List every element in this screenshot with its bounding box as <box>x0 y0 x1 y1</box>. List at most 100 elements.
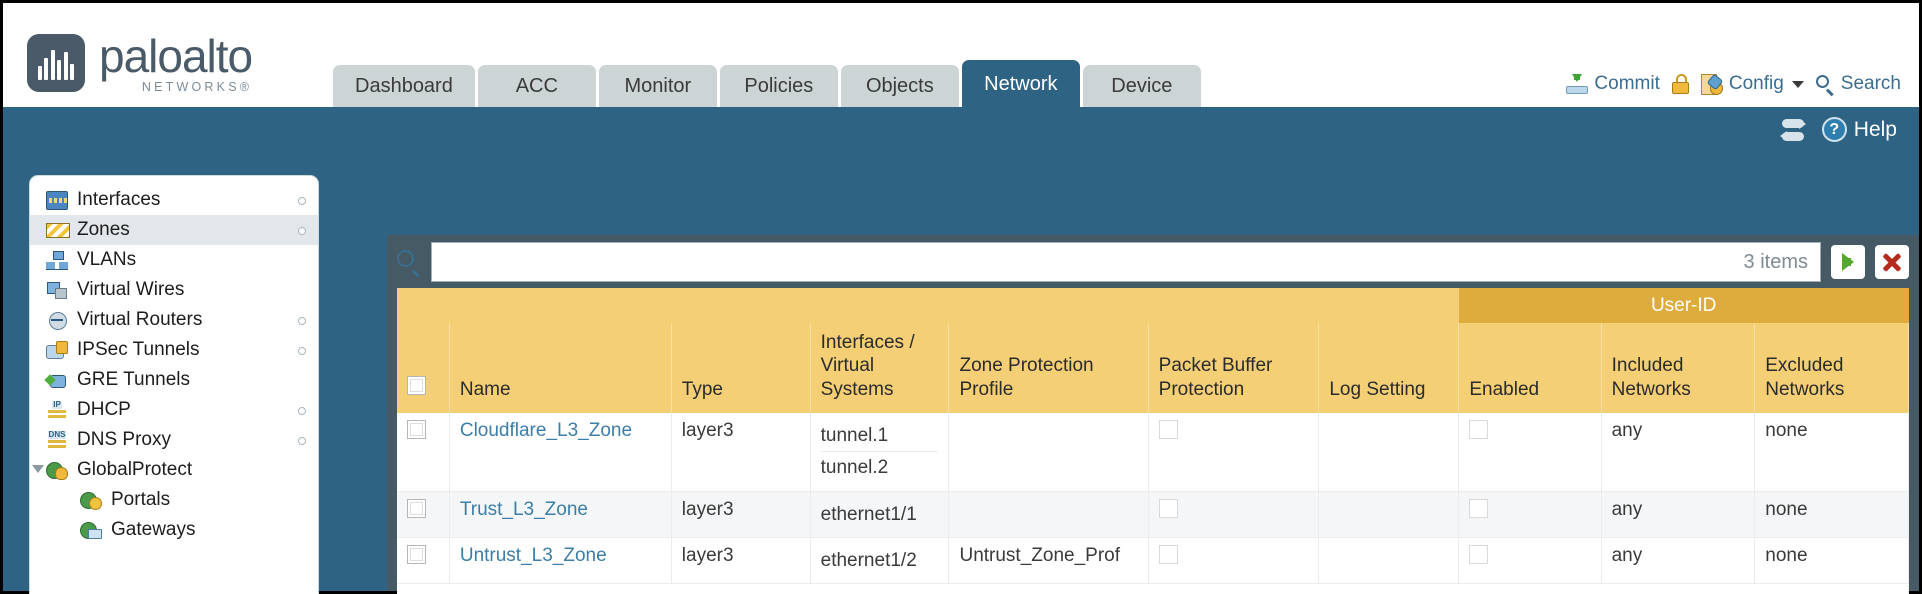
commit-label: Commit <box>1594 73 1660 94</box>
status-dot <box>298 197 306 205</box>
table-row[interactable]: Untrust_L3_Zone layer3 ethernet1/2 Untru… <box>397 537 1909 585</box>
config-menu[interactable]: Config <box>1700 73 1804 95</box>
column-header-enabled[interactable]: Enabled <box>1458 323 1602 413</box>
column-header-interfaces[interactable]: Interfaces / Virtual Systems <box>810 323 950 413</box>
brand-logo[interactable]: paloalto NETWORKS® <box>3 33 253 108</box>
search-button[interactable]: Search <box>1815 73 1901 96</box>
status-dot <box>298 347 306 355</box>
column-header-packet-buffer[interactable]: Packet Buffer Protection <box>1148 323 1320 413</box>
cell-name: Trust_L3_Zone <box>449 491 672 539</box>
row-checkbox[interactable] <box>407 545 426 564</box>
commit-icon <box>1566 74 1589 94</box>
table-group-header-row: User-ID <box>397 288 1909 324</box>
packet-buffer-checkbox[interactable] <box>1158 545 1178 564</box>
sub-header-band: ? Help <box>3 107 1919 169</box>
lock-icon[interactable] <box>1671 74 1689 94</box>
tab-objects[interactable]: Objects <box>840 65 959 107</box>
search-icon[interactable] <box>397 250 421 277</box>
sidebar-item-label: Gateways <box>111 519 196 540</box>
item-count-label: 3 items <box>1743 250 1808 273</box>
content-panel: 3 items <box>387 235 1919 594</box>
sidebar-item-virtual-wires[interactable]: Virtual Wires <box>30 275 318 305</box>
sidebar-item-globalprotect[interactable]: GlobalProtect <box>30 455 318 485</box>
sidebar-item-dhcp[interactable]: IP DHCP <box>30 395 318 425</box>
cell-type: layer3 <box>671 412 811 492</box>
collapse-triangle-icon[interactable] <box>32 465 44 473</box>
sidebar-item-ipsec-tunnels[interactable]: IPSec Tunnels <box>30 335 318 365</box>
sidebar-item-zones[interactable]: Zones <box>30 215 318 245</box>
app-header: paloalto NETWORKS® Dashboard ACC Monitor… <box>3 3 1919 107</box>
sidebar-nav: Interfaces Zones VLANs Virtual Wires Vir… <box>29 175 319 594</box>
row-checkbox[interactable] <box>407 419 426 439</box>
cell-zone-protection <box>948 412 1149 492</box>
column-header-log-setting[interactable]: Log Setting <box>1318 323 1460 413</box>
tab-policies[interactable]: Policies <box>719 65 838 107</box>
zone-name-link[interactable]: Trust_L3_Zone <box>459 498 588 520</box>
sidebar-item-portals[interactable]: Portals <box>30 485 318 515</box>
cell-enabled <box>1458 537 1602 585</box>
zone-name-link[interactable]: Cloudflare_L3_Zone <box>459 419 633 441</box>
column-header-excluded-networks[interactable]: Excluded Networks <box>1754 323 1909 413</box>
interface-entry: tunnel.1 <box>820 420 939 453</box>
table-row[interactable]: Cloudflare_L3_Zone layer3 tunnel.1 tunne… <box>397 412 1909 492</box>
cell-included-networks: any <box>1601 412 1756 492</box>
column-header-type[interactable]: Type <box>671 323 811 413</box>
cell-interfaces: ethernet1/2 <box>810 537 950 585</box>
dns-icon-tag: DNS <box>47 429 67 439</box>
select-all-header <box>397 323 450 413</box>
sidebar-item-label: VLANs <box>77 249 137 270</box>
sidebar-item-dns-proxy[interactable]: DNS DNS Proxy <box>30 425 318 455</box>
dhcp-icon-tag: IP <box>52 399 62 409</box>
status-dot <box>298 227 306 235</box>
sidebar-item-vlans[interactable]: VLANs <box>30 245 318 275</box>
table-header-row: Name Type Interfaces / Virtual Systems Z… <box>397 323 1909 413</box>
column-header-zone-protection[interactable]: Zone Protection Profile <box>948 323 1149 413</box>
tab-monitor[interactable]: Monitor <box>598 65 717 107</box>
table-row[interactable]: Trust_L3_Zone layer3 ethernet1/1 <box>397 491 1909 539</box>
tab-network[interactable]: Network <box>961 60 1080 107</box>
commit-button[interactable]: Commit <box>1566 73 1660 95</box>
enabled-checkbox[interactable] <box>1469 419 1489 439</box>
sidebar-item-gre-tunnels[interactable]: GRE Tunnels <box>30 365 318 395</box>
tab-device[interactable]: Device <box>1082 65 1201 107</box>
zone-name-link[interactable]: Untrust_L3_Zone <box>459 545 607 566</box>
apply-filter-button[interactable] <box>1831 245 1865 279</box>
column-header-included-networks[interactable]: Included Networks <box>1601 323 1756 413</box>
tab-acc[interactable]: ACC <box>477 65 596 107</box>
column-header-name[interactable]: Name <box>449 323 672 413</box>
cell-type: layer3 <box>671 537 811 585</box>
packet-buffer-checkbox[interactable] <box>1158 419 1178 439</box>
sidebar-item-label: Interfaces <box>77 189 161 210</box>
cell-name: Cloudflare_L3_Zone <box>449 412 672 492</box>
search-icon <box>1815 74 1835 96</box>
clear-filter-button[interactable] <box>1875 245 1909 279</box>
cell-zone-protection: Untrust_Zone_Prof <box>948 537 1149 585</box>
row-select-cell <box>397 537 450 585</box>
table-filler-row <box>397 583 1909 594</box>
help-button[interactable]: ? Help <box>1821 117 1897 142</box>
interface-entry: ethernet1/1 <box>820 503 917 525</box>
enabled-checkbox[interactable] <box>1469 545 1489 564</box>
sidebar-item-interfaces[interactable]: Interfaces <box>30 185 318 215</box>
select-all-checkbox[interactable] <box>407 375 426 395</box>
cell-name: Untrust_L3_Zone <box>449 537 672 585</box>
refresh-icon[interactable] <box>1779 118 1806 141</box>
gre-tunnels-icon <box>46 371 68 390</box>
config-label: Config <box>1728 73 1784 94</box>
zones-icon <box>46 221 70 240</box>
status-dot <box>298 407 306 415</box>
sidebar-item-label: IPSec Tunnels <box>77 339 200 360</box>
search-input[interactable]: 3 items <box>431 242 1821 282</box>
virtual-wires-icon <box>46 281 68 300</box>
filter-bar: 3 items <box>397 242 1909 282</box>
tab-dashboard[interactable]: Dashboard <box>333 65 475 107</box>
brand-text: paloalto NETWORKS® <box>99 33 253 94</box>
sidebar-item-gateways[interactable]: Gateways <box>30 515 318 545</box>
gateways-icon <box>80 521 102 540</box>
packet-buffer-checkbox[interactable] <box>1158 498 1178 518</box>
row-checkbox[interactable] <box>407 498 426 518</box>
enabled-checkbox[interactable] <box>1469 498 1489 518</box>
status-dot <box>298 437 306 445</box>
group-header-user-id: User-ID <box>1458 288 1909 324</box>
sidebar-item-virtual-routers[interactable]: Virtual Routers <box>30 305 318 335</box>
